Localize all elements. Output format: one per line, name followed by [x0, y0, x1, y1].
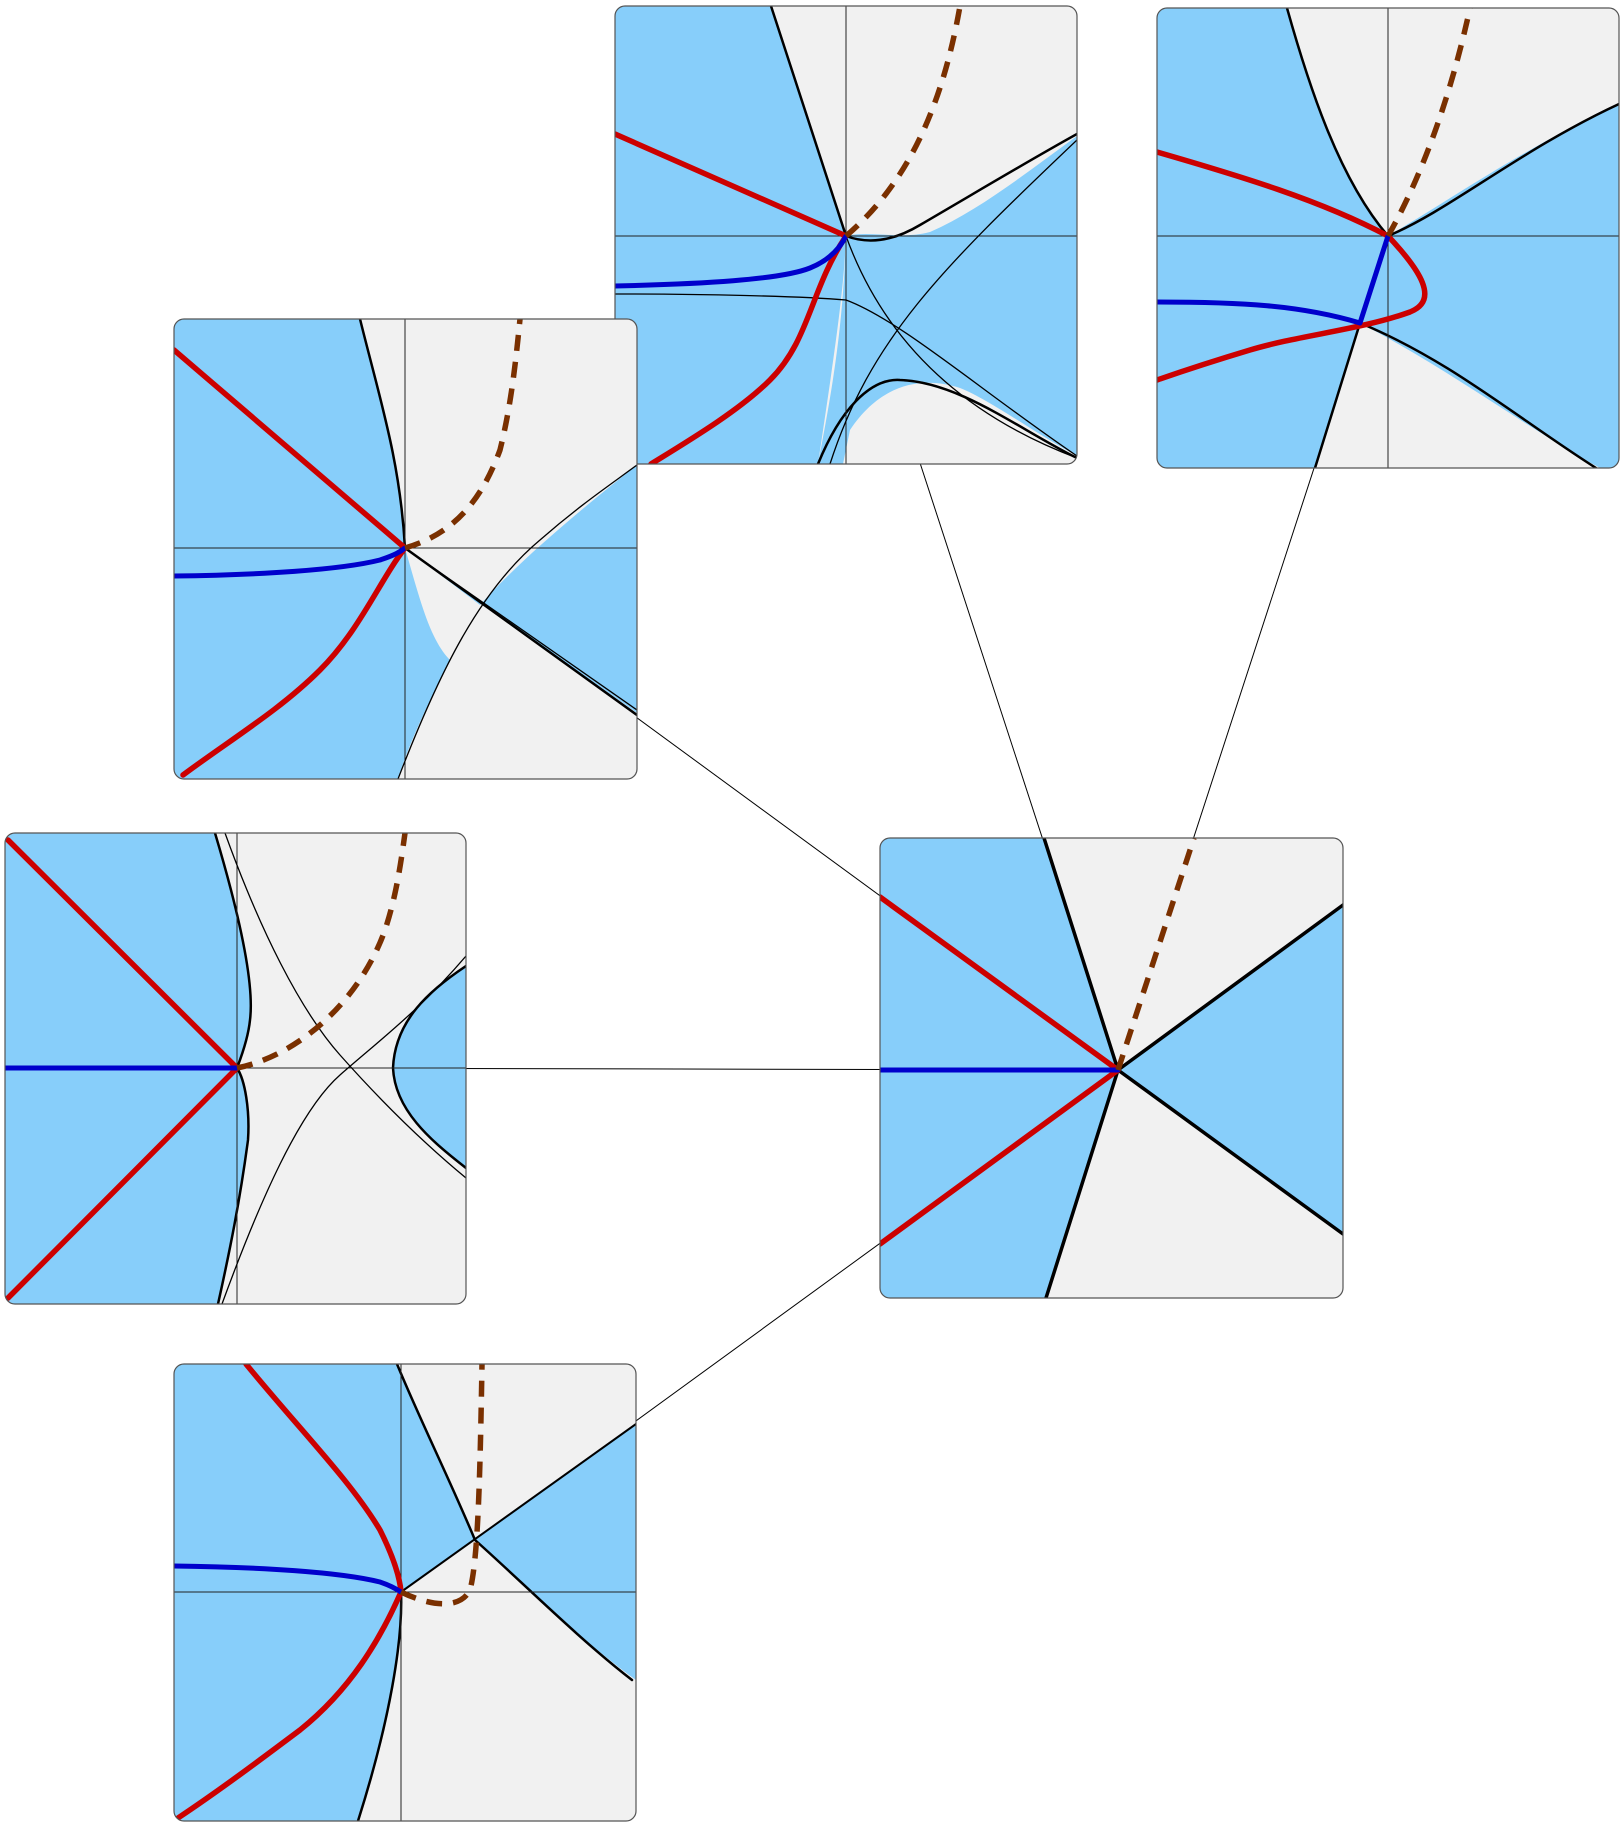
blue-curve — [174, 545, 408, 579]
thin-curve — [221, 955, 466, 1304]
thin-curve — [829, 139, 1077, 464]
boundary-line — [1044, 1068, 1120, 1298]
boundary-curve — [1313, 321, 1598, 468]
red-curve — [880, 1067, 1121, 1247]
panel-bottom-left — [173, 1363, 637, 1822]
boundary-curve — [816, 378, 1077, 464]
panel-center — [879, 837, 1344, 1299]
dashed-curve — [1115, 838, 1197, 1071]
boundary-line — [1116, 1068, 1343, 1236]
boundary-line — [1116, 903, 1343, 1072]
blue-curve — [615, 233, 849, 289]
panel-top-middle — [614, 5, 1078, 465]
dashed-curve — [404, 319, 523, 551]
boundary-line — [400, 1423, 636, 1593]
dashed-curve — [844, 6, 963, 239]
dashed-curve — [399, 1364, 485, 1607]
shaded-region-left — [1157, 8, 1388, 468]
thin-curve — [397, 464, 637, 779]
red-curve — [180, 545, 408, 778]
shaded-region-right — [1360, 104, 1619, 468]
boundary-curve — [358, 319, 407, 550]
panel-frame — [879, 837, 1344, 1299]
red-curve — [1157, 149, 1428, 383]
boundary-curve — [769, 6, 1077, 242]
red-curve — [615, 131, 849, 239]
blue-curve — [1157, 233, 1391, 326]
panel-frame — [614, 5, 1078, 465]
red-curve — [243, 1364, 404, 1595]
thin-curve — [845, 235, 1077, 459]
thin-curve — [404, 547, 637, 711]
panel-frame — [1156, 7, 1620, 469]
panel-frame — [173, 1363, 637, 1822]
shaded-region-right — [401, 1424, 636, 1680]
shaded-region-right — [1118, 905, 1343, 1234]
panel-middle-left — [4, 832, 467, 1305]
boundary-line — [403, 546, 637, 717]
red-curve — [175, 1589, 404, 1821]
red-curve — [174, 347, 408, 551]
dashed-curve — [1385, 8, 1473, 238]
panel-top-right — [1156, 7, 1620, 469]
shaded-region-left — [615, 6, 846, 464]
panel-upper-left — [173, 318, 638, 780]
panel-frame — [4, 832, 467, 1305]
shaded-region-left — [174, 319, 450, 779]
blue-curve — [174, 1563, 404, 1595]
red-curve — [880, 894, 1121, 1073]
thin-curve — [224, 833, 466, 1179]
boundary-line — [1042, 838, 1120, 1072]
red-curve — [5, 837, 240, 1071]
red-curve — [5, 1065, 240, 1301]
shaded-region-right — [405, 465, 637, 713]
panel-frame — [173, 318, 638, 780]
thin-curve — [615, 293, 1077, 457]
red-curve — [648, 233, 849, 464]
